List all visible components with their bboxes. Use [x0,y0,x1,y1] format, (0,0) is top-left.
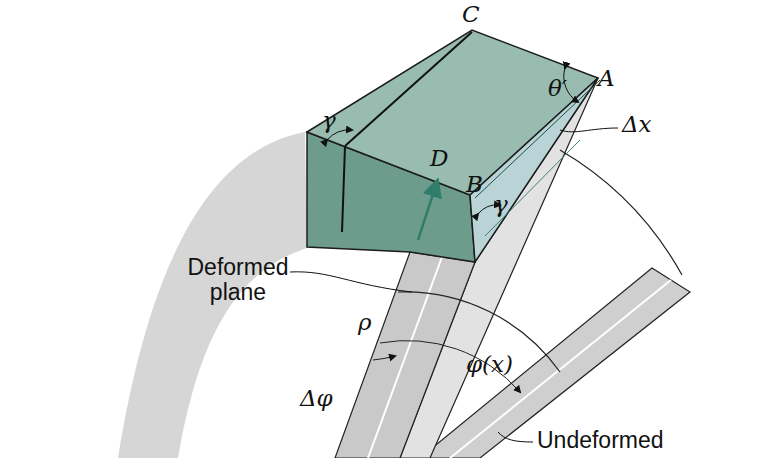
point-label: C [462,2,480,27]
plane-label: Undeformed [537,428,664,453]
strain-label: γ [494,192,508,217]
angle-label: θ′ [548,76,567,101]
radius-label: ρ [358,310,372,335]
plane-label: Deformed plane [180,255,296,306]
strain-label: γ [322,108,336,133]
point-label: A [598,66,615,91]
length-label: Δx [622,112,652,137]
point-label: D [430,146,448,171]
angle-label: Δφ [300,386,333,411]
point-label: B [466,172,483,197]
angle-label: φ(x) [466,352,513,377]
